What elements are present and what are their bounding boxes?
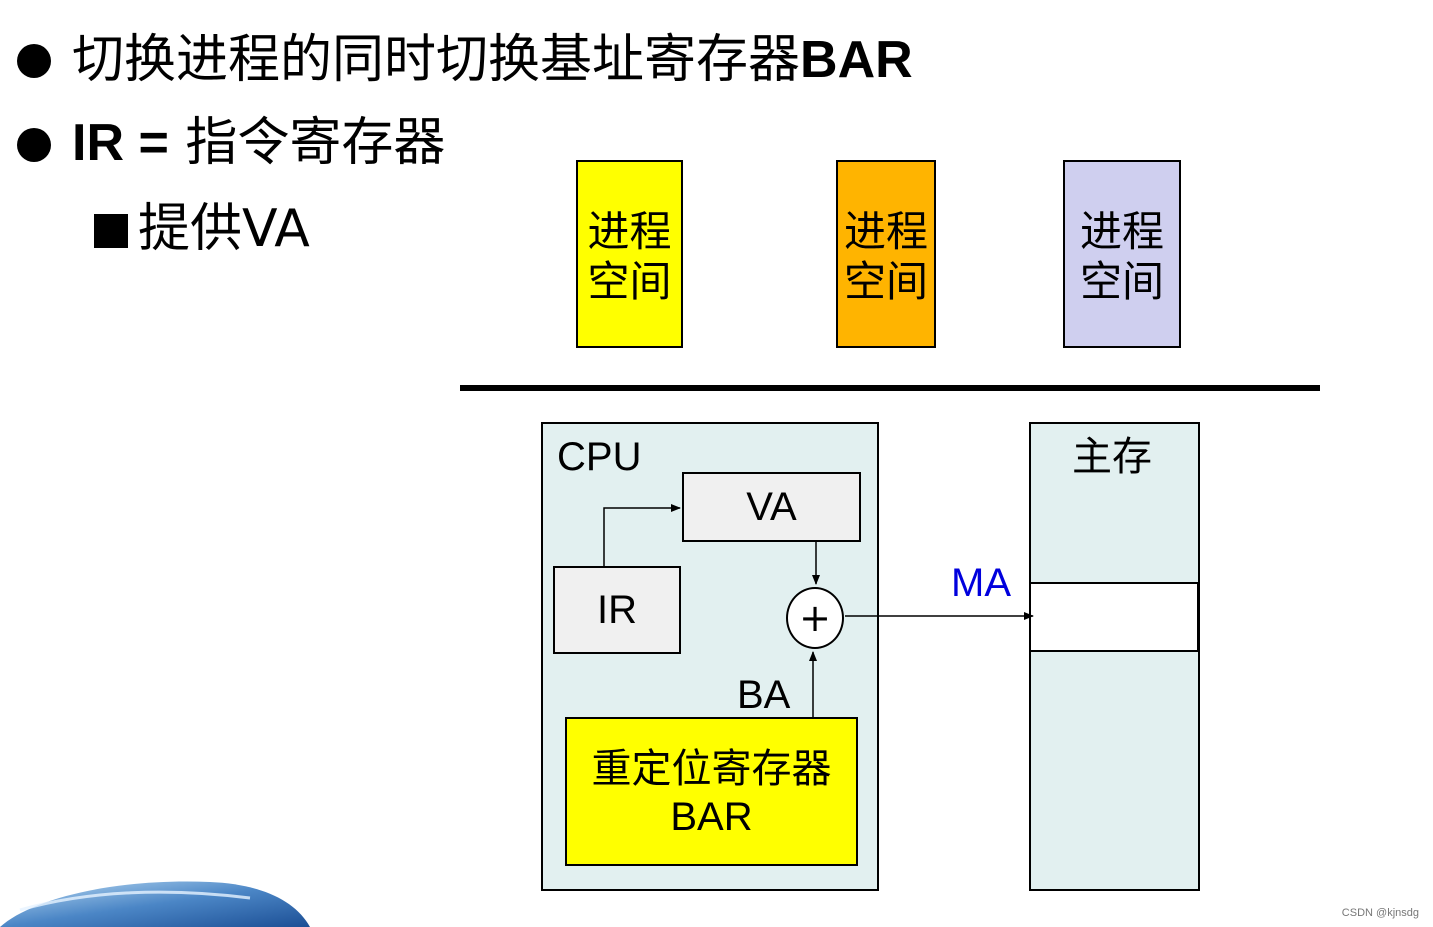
ba-label: BA: [737, 673, 791, 717]
bullet-dot-2: [17, 128, 51, 162]
memory-panel: [1029, 422, 1200, 891]
bullet-1-text: 切换进程的同时切换基址寄存器BAR: [72, 30, 913, 90]
arrow-ir-to-va: [603, 504, 681, 566]
bullet-1-main: 切换进程的同时切换基址寄存器: [72, 30, 801, 90]
process-space-2-label: 进程空间: [843, 207, 928, 306]
process-space-3: 进程空间: [1063, 160, 1181, 348]
bullet-1-bold: BAR: [800, 31, 913, 89]
sub-bullet-square: [94, 214, 128, 248]
bar-register-line1: 重定位寄存器: [591, 746, 832, 792]
memory-title: 主存: [1072, 434, 1152, 480]
process-space-1: 进程空间: [576, 160, 683, 348]
bar-register-box: 重定位寄存器 BAR: [565, 717, 858, 866]
bullet-2-text: IR = 指令寄存器: [72, 113, 445, 173]
ir-label: IR: [597, 587, 637, 632]
adder-circle: +: [786, 587, 844, 649]
watermark: CSDN @kjnsdg: [1341, 907, 1419, 919]
va-label: VA: [746, 484, 797, 529]
adder-symbol: +: [799, 596, 831, 640]
sub-bullet-text: 提供VA: [138, 199, 310, 259]
decorative-swoosh: [0, 881, 310, 927]
process-space-3-label: 进程空间: [1079, 207, 1164, 306]
bullet-dot-1: [17, 44, 51, 78]
bullet-2-main: 指令寄存器: [168, 113, 446, 173]
ma-label: MA: [951, 561, 1011, 605]
process-space-2: 进程空间: [836, 160, 936, 348]
bar-register-line2: BAR: [670, 795, 753, 839]
bullet-2-bold: IR =: [72, 114, 169, 172]
va-box: VA: [682, 472, 861, 542]
ir-box: IR: [553, 566, 681, 654]
cpu-title: CPU: [557, 435, 642, 479]
process-space-1-label: 进程空间: [587, 207, 672, 306]
divider-line: [460, 385, 1320, 391]
